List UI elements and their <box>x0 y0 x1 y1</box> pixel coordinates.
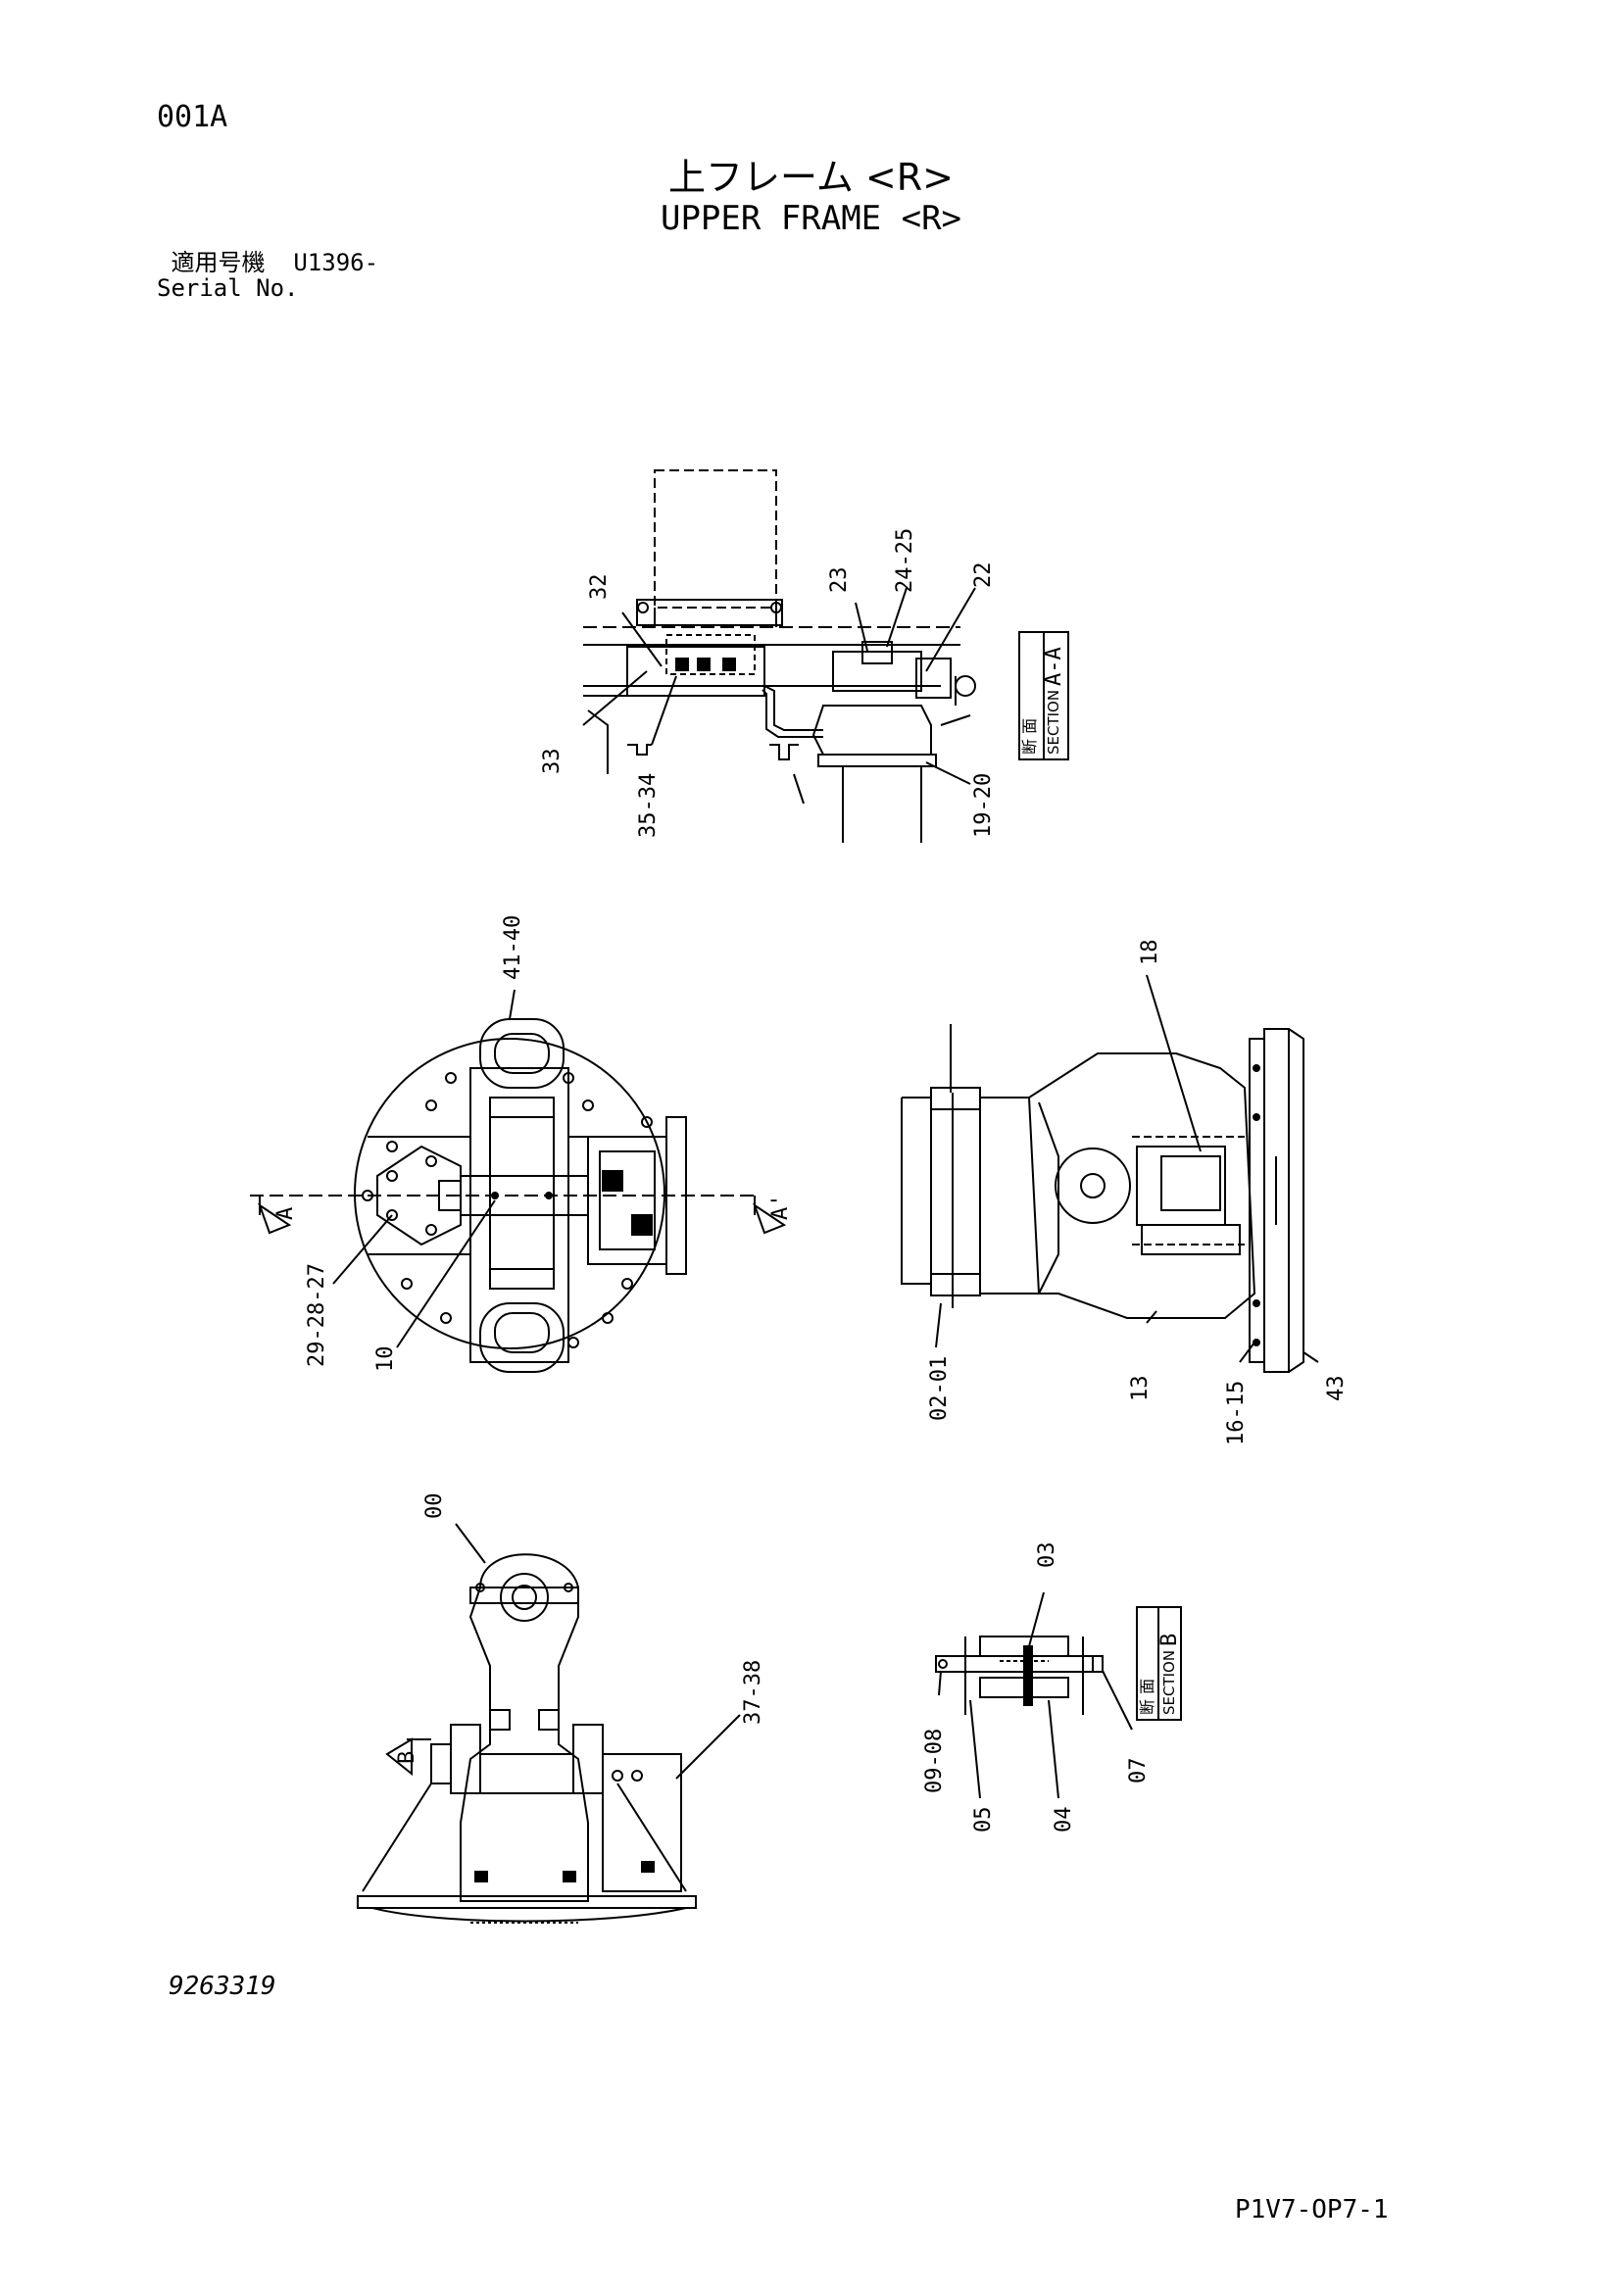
marker-b: B <box>395 1751 419 1764</box>
callout-22: 22 <box>971 562 996 589</box>
side-view <box>901 1024 1304 1373</box>
callout-24-25: 24-25 <box>893 528 917 593</box>
callout-labels: 32 23 24-25 22 33 35-34 19-20 41-40 18 2… <box>305 528 1349 1832</box>
title-english: UPPER FRAME <R> <box>660 199 962 238</box>
callout-00: 00 <box>422 1493 447 1520</box>
callout-37-38: 37-38 <box>741 1660 765 1725</box>
svg-text:B: B <box>1157 1634 1182 1646</box>
callout-23: 23 <box>827 567 852 594</box>
callout-19-20: 19-20 <box>971 773 996 838</box>
svg-text:断 面: 断 面 <box>1020 718 1039 755</box>
marker-a-left: A <box>273 1207 298 1220</box>
callout-05: 05 <box>971 1807 996 1833</box>
svg-text:SECTION: SECTION <box>1160 1650 1178 1715</box>
marker-a-right: A' <box>768 1195 793 1221</box>
front-view <box>357 1553 697 1924</box>
callout-43: 43 <box>1324 1376 1349 1402</box>
serial-label-en: Serial No. <box>157 274 299 302</box>
callout-07: 07 <box>1126 1758 1151 1784</box>
serial-block: 適用号機 U1396- Serial No. <box>157 250 378 301</box>
callout-35-34: 35-34 <box>636 773 661 838</box>
top-view <box>250 1018 755 1373</box>
serial-label-jp: 適用号機 <box>171 249 266 276</box>
page-code: 001A <box>157 100 228 134</box>
drawing-number: 9263319 <box>169 1972 276 2001</box>
section-b-label: 断 面 SECTION B <box>1138 1634 1182 1715</box>
callout-03: 03 <box>1035 1542 1059 1569</box>
callout-16-15: 16-15 <box>1224 1381 1249 1445</box>
section-b-view <box>935 1636 1104 1715</box>
callout-09-08: 09-08 <box>922 1729 947 1793</box>
serial-value: U1396- <box>293 249 379 276</box>
callout-13: 13 <box>1128 1376 1153 1402</box>
callout-33: 33 <box>540 749 565 775</box>
callout-32: 32 <box>587 574 612 601</box>
callout-29-28-27: 29-28-27 <box>305 1263 329 1367</box>
svg-text:A-A: A-A <box>1042 647 1066 686</box>
callout-18: 18 <box>1138 940 1162 966</box>
section-aa-label: 断 面 SECTION A-A <box>1020 647 1066 755</box>
svg-text:断 面: 断 面 <box>1138 1679 1156 1715</box>
svg-text:SECTION: SECTION <box>1045 690 1062 755</box>
callout-04: 04 <box>1052 1807 1076 1833</box>
sheet-code: P1V7-OP7-1 <box>1235 2195 1389 2224</box>
callout-02-01: 02-01 <box>927 1356 952 1421</box>
callout-10: 10 <box>373 1346 398 1373</box>
callout-41-40: 41-40 <box>501 915 525 980</box>
title-japanese: 上フレーム <R> <box>667 156 955 199</box>
section-aa-view <box>583 469 976 843</box>
